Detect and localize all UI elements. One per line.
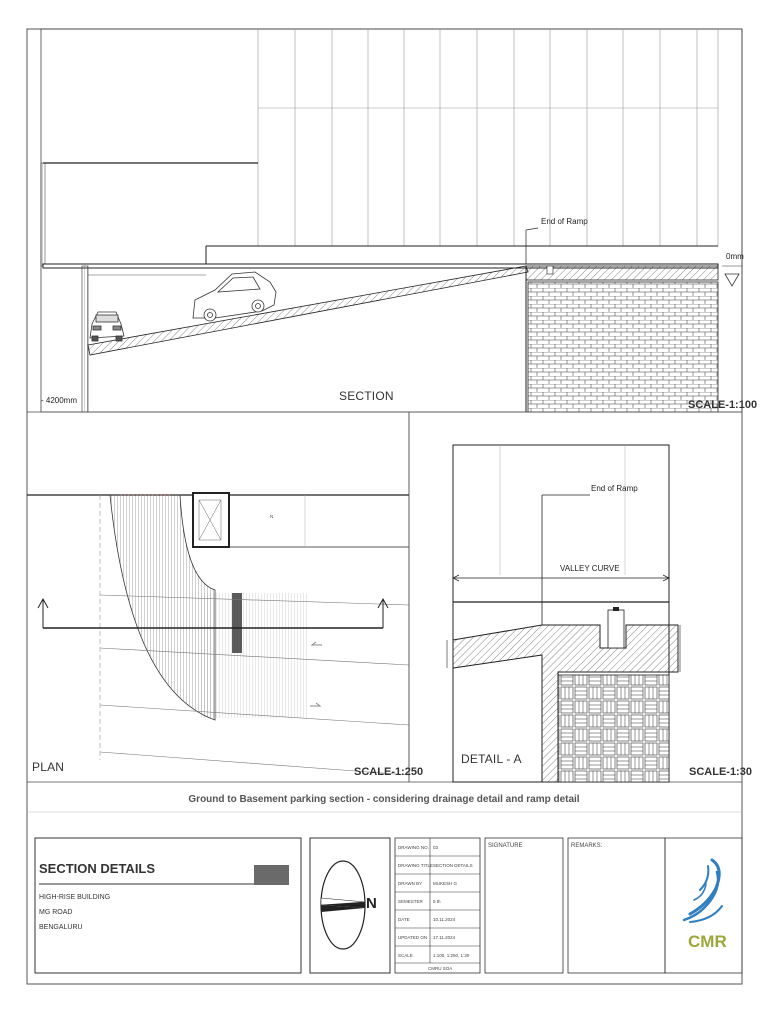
plan-view xyxy=(26,411,410,783)
detail-end-of-ramp-label: End of Ramp xyxy=(591,484,638,493)
table-label: SCALE xyxy=(398,953,413,958)
signature-label: SIGNATURE xyxy=(488,843,523,849)
section-view xyxy=(40,28,743,413)
cmr-logo-icon xyxy=(682,858,723,923)
table-label: DRAWN BY xyxy=(398,881,423,886)
table-label: DRAWING TITLE xyxy=(398,863,434,868)
cmr-logo-text: CMR xyxy=(688,932,727,951)
project-line-2: MG ROAD xyxy=(39,909,73,916)
table-value: MUKESH G xyxy=(433,881,458,886)
remarks-label: REMARKS: xyxy=(571,843,603,849)
north-arrow-label: N xyxy=(366,895,377,912)
north-arrow-icon xyxy=(320,860,366,950)
title-swatch xyxy=(254,865,289,885)
level-bottom-label: - 4200mm xyxy=(41,396,78,405)
table-footer: CMRU SOA xyxy=(428,966,453,971)
table-value: 1:100, 1:250, 1:30 xyxy=(433,953,470,958)
table-label: SEMESTER xyxy=(398,899,423,904)
project-line-3: BENGALURU xyxy=(39,924,83,931)
detail-a-view xyxy=(408,411,743,783)
level-top-label: 0mm xyxy=(726,252,744,261)
table-label: UPDATED ON xyxy=(398,935,428,940)
title-block xyxy=(34,837,743,974)
plan-scale: SCALE-1:250 xyxy=(354,766,424,778)
car-large xyxy=(192,271,277,322)
table-value: 03 xyxy=(433,845,439,850)
table-value: 5 th xyxy=(433,899,441,904)
detail-title: DETAIL - A xyxy=(461,752,522,766)
table-value: 17.11.2024 xyxy=(433,935,456,940)
detail-scale: SCALE-1:30 xyxy=(689,766,752,778)
car-small xyxy=(89,311,125,342)
section-scale: SCALE-1:100 xyxy=(688,399,758,411)
plan-marker-label: N xyxy=(270,514,274,519)
sheet-caption: Ground to Basement parking section - con… xyxy=(188,794,580,805)
valley-curve-label: VALLEY CURVE xyxy=(560,564,620,573)
section-title: SECTION xyxy=(339,389,394,403)
table-value: SECTION DETAILS xyxy=(433,863,473,868)
end-of-ramp-label: End of Ramp xyxy=(541,217,588,226)
title-block-heading: SECTION DETAILS xyxy=(39,861,156,876)
table-label: DRAWING NO. xyxy=(398,845,429,850)
project-line-1: HIGH-RISE BUILDING xyxy=(39,894,111,901)
table-label: DATE xyxy=(398,917,410,922)
plan-title: PLAN xyxy=(32,760,65,774)
table-value: 10.11.2024 xyxy=(433,917,456,922)
